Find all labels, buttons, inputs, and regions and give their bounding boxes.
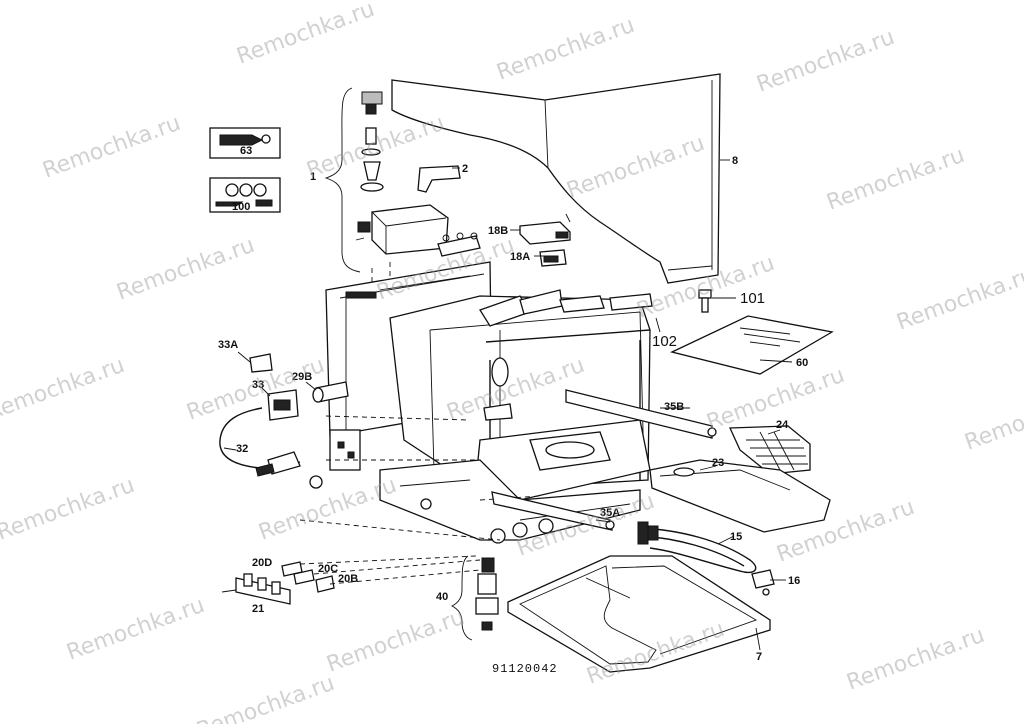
bracket-33a: [249, 353, 273, 373]
label-15: 15: [730, 531, 742, 543]
label-102: 102: [652, 333, 677, 350]
watermark: Remochka.ru: [894, 263, 1024, 336]
watermark: Remochka.ru: [256, 473, 400, 546]
screw-box-100: [209, 177, 281, 213]
rail-35b: [565, 389, 717, 439]
diagram-code: 91120042: [492, 662, 558, 676]
rail-35a: [491, 491, 615, 531]
tool-box-63: [209, 127, 281, 159]
connectors-group-20: [281, 555, 481, 593]
watermark: Remochka.ru: [494, 13, 638, 86]
label-100: 100: [232, 201, 250, 213]
power-cord-32: [219, 407, 301, 477]
heating-element-15: [637, 521, 757, 574]
watermark: Remochka.ru: [114, 233, 258, 306]
label-20d: 20D: [252, 557, 272, 569]
screw-101: [698, 289, 712, 313]
label-60: 60: [796, 357, 808, 369]
label-35b: 35B: [664, 401, 684, 413]
watermark: Remochka.ru: [844, 623, 988, 696]
label-7: 7: [756, 651, 762, 663]
label-33: 33: [252, 379, 264, 391]
label-24: 24: [776, 419, 789, 431]
tray-part-23: [649, 459, 831, 533]
manual-booklet-60: [670, 315, 834, 375]
watermark: Remochka.ru: [234, 0, 378, 70]
switch-part-18a: [539, 249, 567, 267]
watermark: Remochka.ru: [824, 143, 968, 216]
label-20b: 20B: [338, 573, 358, 585]
base-tray-7: [507, 555, 771, 673]
label-18b: 18B: [488, 225, 508, 237]
watermark: Remochka.ru: [754, 25, 898, 98]
watermark: Remochka.ru: [194, 671, 338, 724]
watermark: Remochka.ru: [64, 593, 208, 666]
label-2: 2: [462, 163, 468, 175]
label-23: 23: [712, 457, 724, 469]
label-101: 101: [740, 290, 765, 307]
label-18a: 18A: [510, 251, 530, 263]
capacitor-clip-33: [267, 389, 299, 421]
label-63: 63: [240, 145, 252, 157]
leader-lines: [223, 159, 793, 651]
switch-part-18b: [519, 213, 571, 245]
pump-assembly-40: [450, 555, 499, 641]
label-32: 32: [236, 443, 248, 455]
part-labels: 1 2 8 18B 18A 101 102 60 63 100 33A 33 2…: [218, 145, 808, 676]
label-35a: 35A: [600, 507, 620, 519]
watermark: Remochka.ru: [0, 473, 138, 546]
top-cover-part: [391, 73, 721, 284]
watermark: Remochka.ru: [0, 353, 128, 426]
label-20c: 20C: [318, 563, 338, 575]
main-frame: [299, 261, 653, 544]
watermark: Remochka.ru: [40, 111, 184, 184]
terminal-block-21: [221, 573, 291, 605]
label-29b: 29B: [292, 371, 312, 383]
watermark: Remochka.ru: [324, 605, 468, 678]
label-1: 1: [310, 171, 316, 183]
label-33a: 33A: [218, 339, 238, 351]
label-21: 21: [252, 603, 264, 615]
basket-part-24: [729, 425, 811, 475]
label-16: 16: [788, 575, 800, 587]
capacitor-29b: [312, 381, 349, 403]
label-40: 40: [436, 591, 448, 603]
clip-part-16: [751, 569, 775, 596]
watermark: Remochka.ru: [962, 383, 1024, 456]
label-8: 8: [732, 155, 738, 167]
